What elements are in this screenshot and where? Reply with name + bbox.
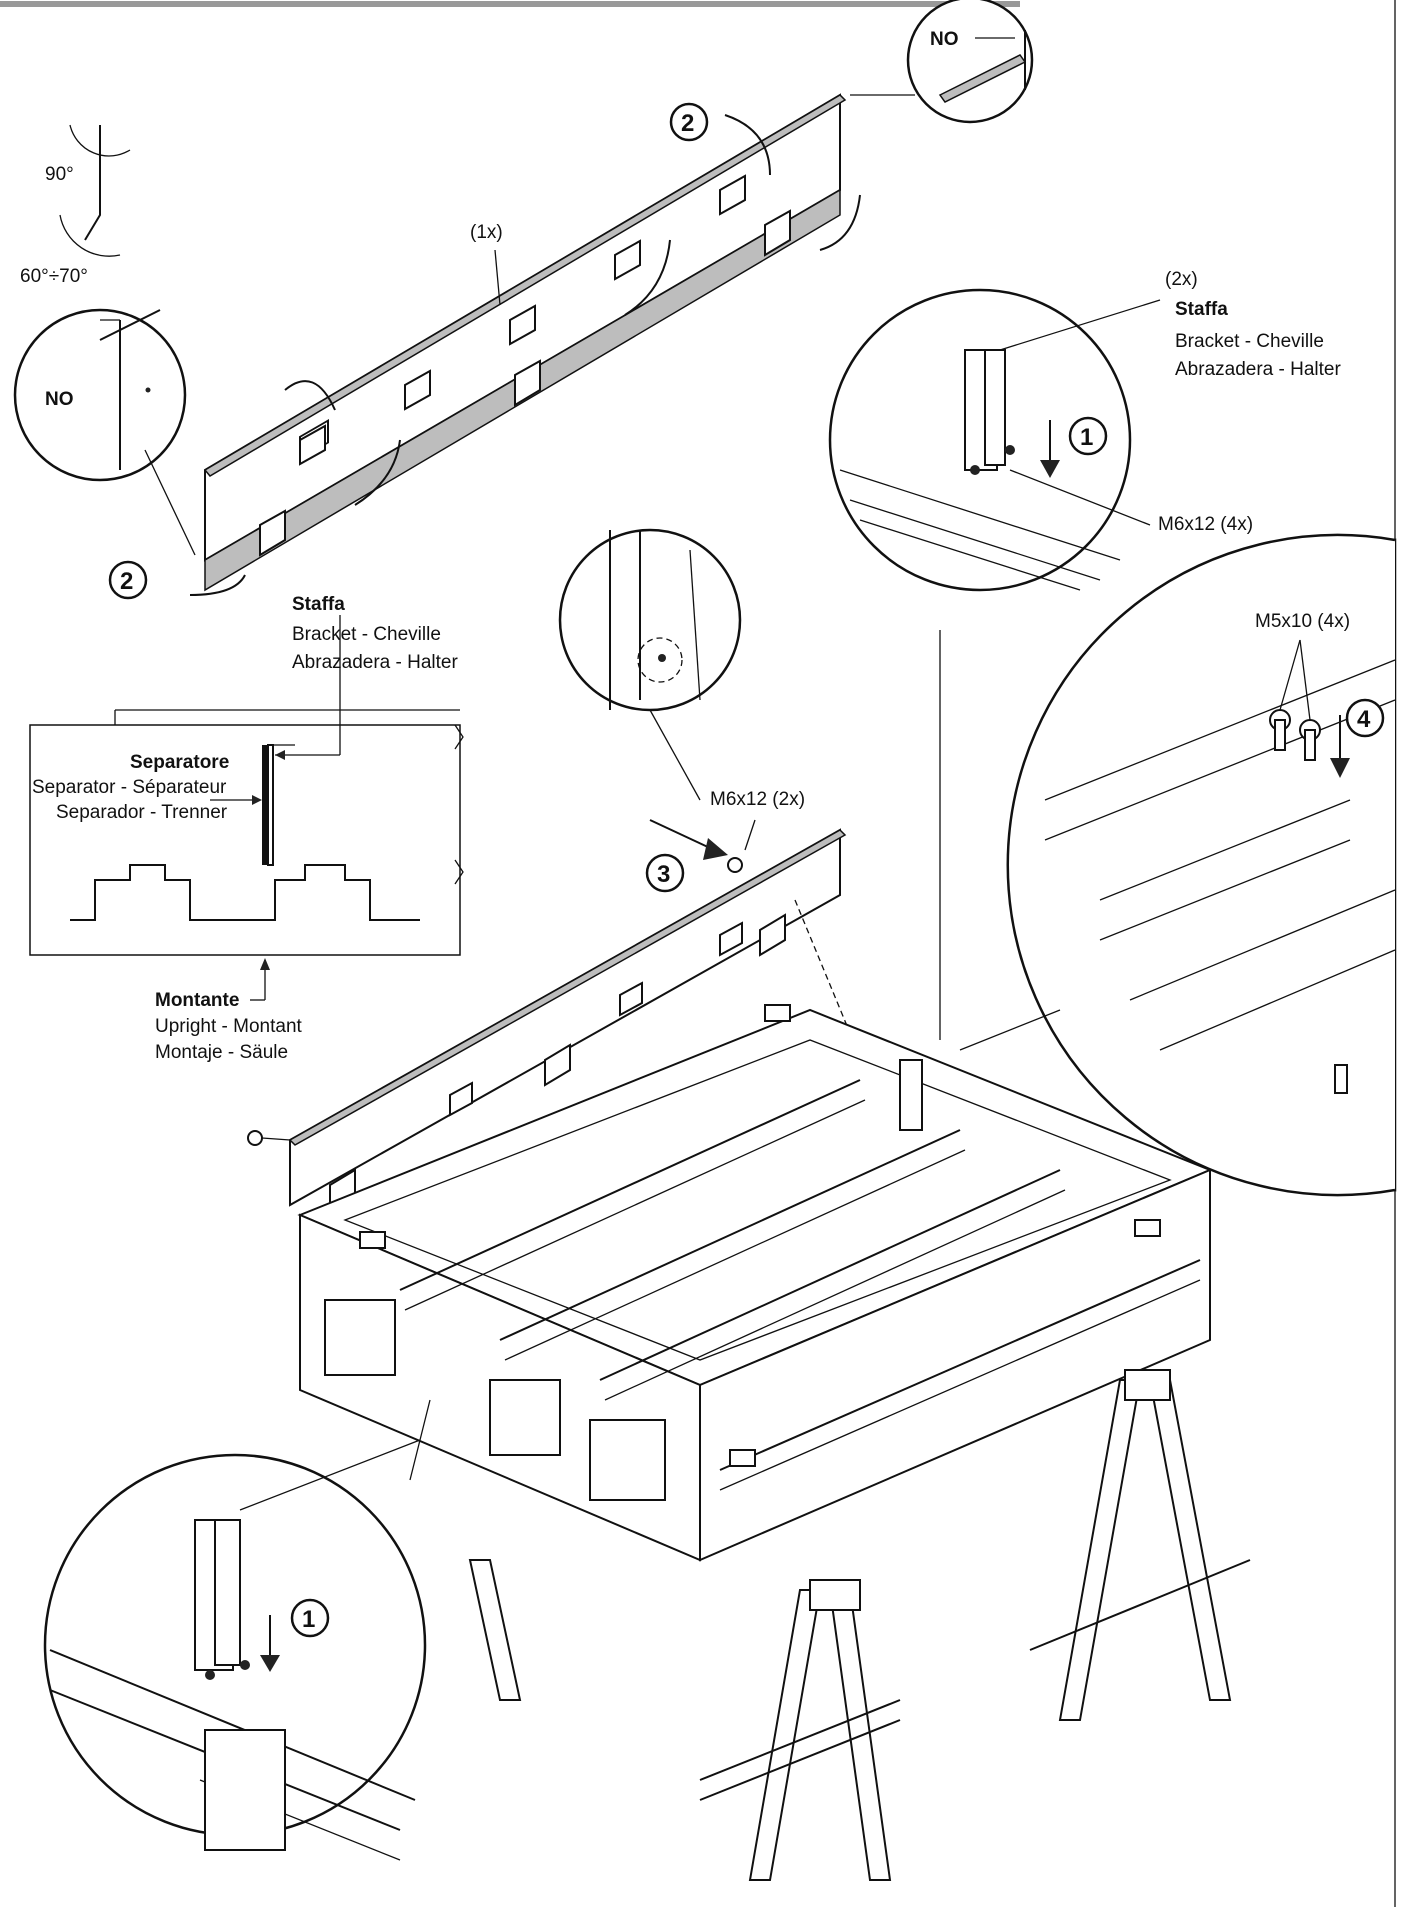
no-label-left: NO xyxy=(45,389,74,410)
angle-90-label: 90° xyxy=(45,164,74,185)
separator-section-detail xyxy=(29,615,464,1001)
montante-line2-label: Upright - Montant xyxy=(155,1016,303,1037)
montante-title-label: Montante xyxy=(155,990,239,1011)
m6x12-2x-label: M6x12 (2x) xyxy=(710,789,805,810)
panel-count-label: (1x) xyxy=(470,222,503,243)
montante-line3-label: Montaje - Säule xyxy=(155,1042,288,1063)
step-2-left: 2 xyxy=(108,560,148,600)
staffa-line2-label: Bracket - Cheville xyxy=(1175,331,1324,352)
screw-detail-right: 4 xyxy=(959,533,1397,1197)
svg-text:2: 2 xyxy=(681,110,694,137)
angle-range-label: 60°÷70° xyxy=(20,266,88,287)
small-screw-detail xyxy=(558,528,742,801)
staffa2-line3-label: Abrazadera - Halter xyxy=(292,652,458,673)
no-callout-left: NO xyxy=(13,308,196,556)
step-1-right: 1 xyxy=(1080,424,1093,451)
cabinet-frame xyxy=(297,1004,1213,1562)
trestles xyxy=(468,1369,1251,1881)
svg-text:2: 2 xyxy=(120,568,133,595)
bracket-detail-left: 1 xyxy=(43,1399,431,1861)
staffa2-title-label: Staffa xyxy=(292,594,345,615)
no-callout-top: NO xyxy=(850,0,1034,124)
step-3: 3 xyxy=(657,861,670,888)
m6x12-4x-label: M6x12 (4x) xyxy=(1158,514,1253,535)
bracket-detail-right: 1 xyxy=(828,288,1161,1040)
staffa2-line2-label: Bracket - Cheville xyxy=(292,624,441,645)
separatore-line2-label: Separator - Séparateur xyxy=(32,777,227,798)
staffa-title-label: Staffa xyxy=(1175,299,1228,320)
no-label-top: NO xyxy=(930,29,959,50)
m5x10-4x-label: M5x10 (4x) xyxy=(1255,611,1350,632)
staffa-qty-label: (2x) xyxy=(1165,269,1198,290)
angle-detail: 90° 60°÷70° xyxy=(20,124,131,287)
separatore-line3-label: Separador - Trenner xyxy=(56,802,228,823)
step-3-group: 3 xyxy=(645,819,756,893)
step-4: 4 xyxy=(1357,706,1371,733)
separator-panel-top: (1x) xyxy=(189,93,861,596)
step-1-left: 1 xyxy=(302,1606,315,1633)
step-2-top: 2 xyxy=(669,102,709,142)
separatore-title-label: Separatore xyxy=(130,752,229,773)
staffa-line3-label: Abrazadera - Halter xyxy=(1175,359,1341,380)
